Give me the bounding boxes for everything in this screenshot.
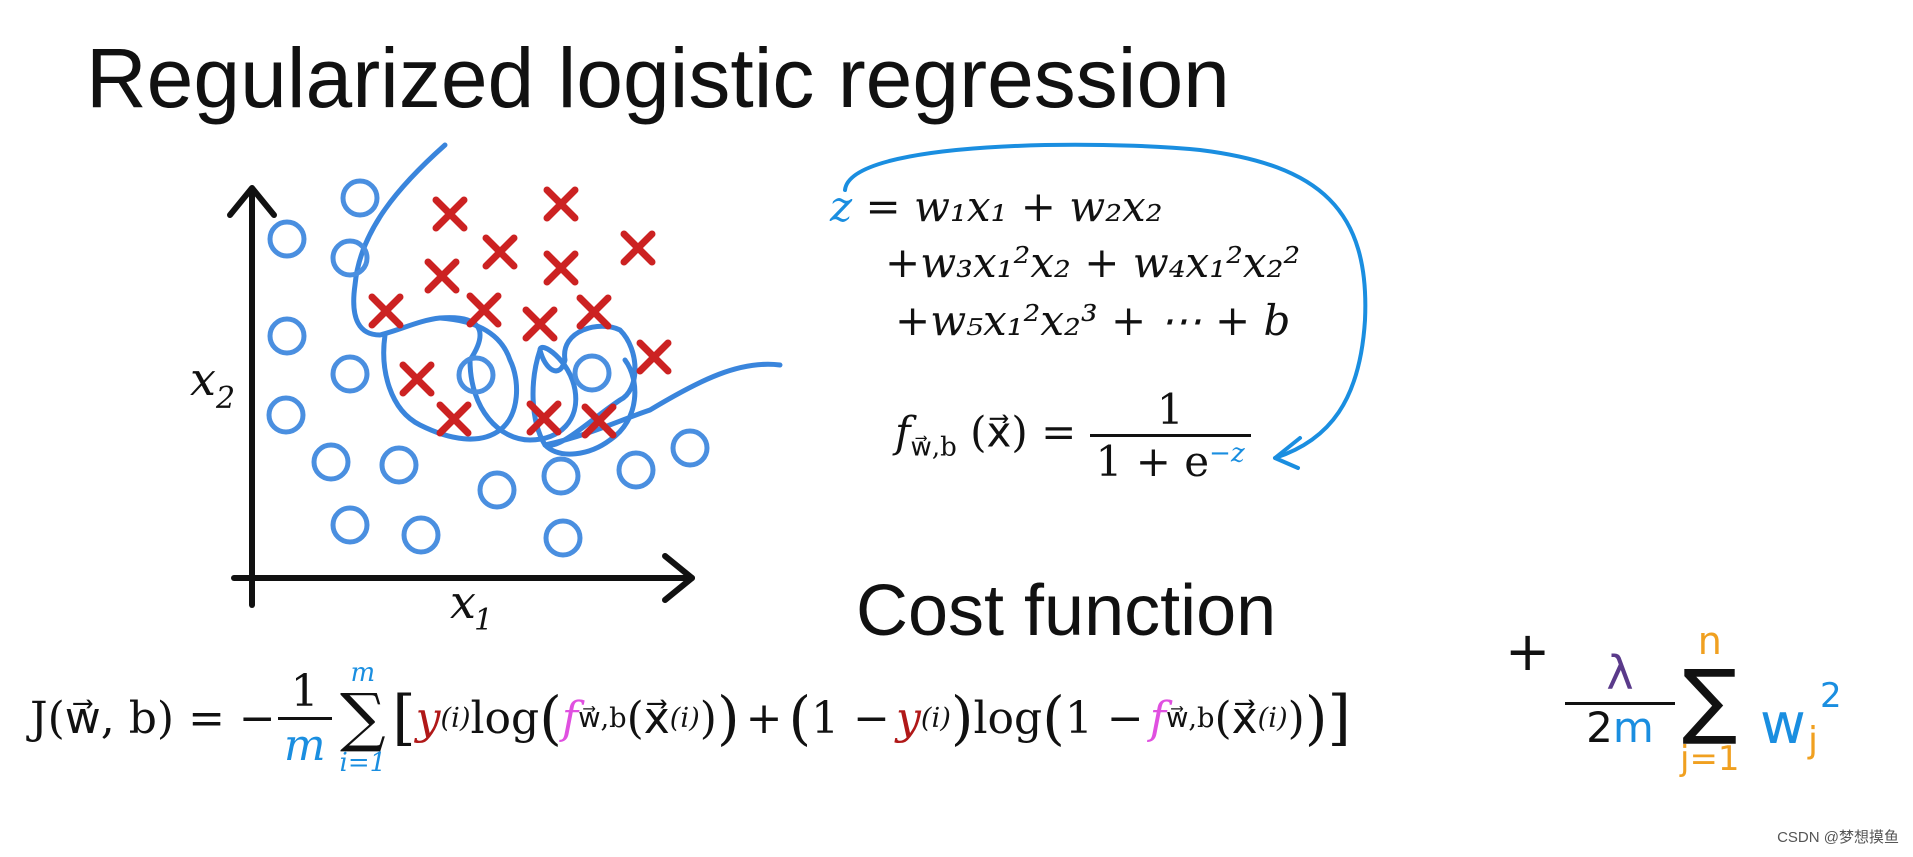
open-bracket: [ bbox=[392, 683, 416, 753]
f-argument: (x⃗) = bbox=[970, 407, 1077, 457]
summation-j: n ∑ j=1 bbox=[1680, 619, 1740, 779]
f-symbol: f bbox=[895, 407, 911, 457]
y-term-2: y bbox=[895, 692, 921, 744]
sigmoid-numerator: 1 bbox=[1156, 385, 1184, 434]
reg-plus: + bbox=[1505, 620, 1551, 683]
y-axis-label: x bbox=[190, 352, 216, 406]
cross-markers bbox=[368, 186, 672, 439]
sigmoid-exponent: −z bbox=[1209, 438, 1245, 469]
close-bracket: ] bbox=[1327, 683, 1351, 753]
x-axis-label: x bbox=[450, 575, 476, 629]
watermark: CSDN @梦想摸鱼 bbox=[1777, 829, 1899, 846]
x-axis-arrow-icon bbox=[662, 553, 695, 603]
reg-w-sup: 2 bbox=[1820, 676, 1842, 716]
z-equation-line-1: = w₁x₁ + w₂x₂ bbox=[865, 182, 1163, 231]
slide-title: Regularized logistic regression bbox=[86, 31, 1230, 125]
sigmoid-denominator: 1 + e−z bbox=[1089, 434, 1251, 486]
cost-function-heading: Cost function bbox=[856, 571, 1277, 651]
cost-lhs: J(w⃗, b) = − bbox=[30, 692, 276, 744]
reg-w: w bbox=[1760, 692, 1806, 757]
summation-i: m ∑ i=1 bbox=[339, 658, 387, 778]
z-equation-line-2: +w₃x₁²x₂ + w₄x₁²x₂² bbox=[885, 238, 1301, 287]
decision-boundary bbox=[351, 142, 783, 457]
z-arrow bbox=[843, 142, 1368, 460]
cost-fraction: 1 m bbox=[277, 666, 332, 771]
sigmoid-equation: fw⃗,b (x⃗) = 1 1 + e−z bbox=[895, 385, 1251, 486]
sigmoid-fraction: 1 1 + e−z bbox=[1089, 385, 1251, 486]
axes bbox=[227, 185, 695, 608]
circle-markers bbox=[266, 178, 710, 558]
sigma-icon-2: ∑ bbox=[1682, 653, 1738, 748]
y-term-1: y bbox=[415, 692, 441, 744]
lambda: λ bbox=[1606, 646, 1634, 700]
y-axis-label-sub: 2 bbox=[215, 381, 235, 416]
reg-w-sub: j bbox=[1808, 720, 1819, 761]
x-axis-label-sub: 1 bbox=[474, 603, 493, 638]
sigma-icon: ∑ bbox=[340, 681, 386, 755]
z-equation: z = w₁x₁ + w₂x₂ bbox=[830, 182, 1163, 231]
z-variable: z bbox=[830, 182, 853, 231]
y-axis-arrow-icon bbox=[227, 185, 277, 218]
z-arrow-head-icon bbox=[1273, 436, 1302, 470]
reg-denominator: 2m bbox=[1565, 702, 1675, 751]
z-equation-line-3: +w₅x₁²x₂³ + ⋯ + b bbox=[895, 296, 1291, 345]
f-subscript: w⃗,b bbox=[910, 432, 957, 463]
reg-fraction: λ 2m bbox=[1565, 650, 1675, 751]
